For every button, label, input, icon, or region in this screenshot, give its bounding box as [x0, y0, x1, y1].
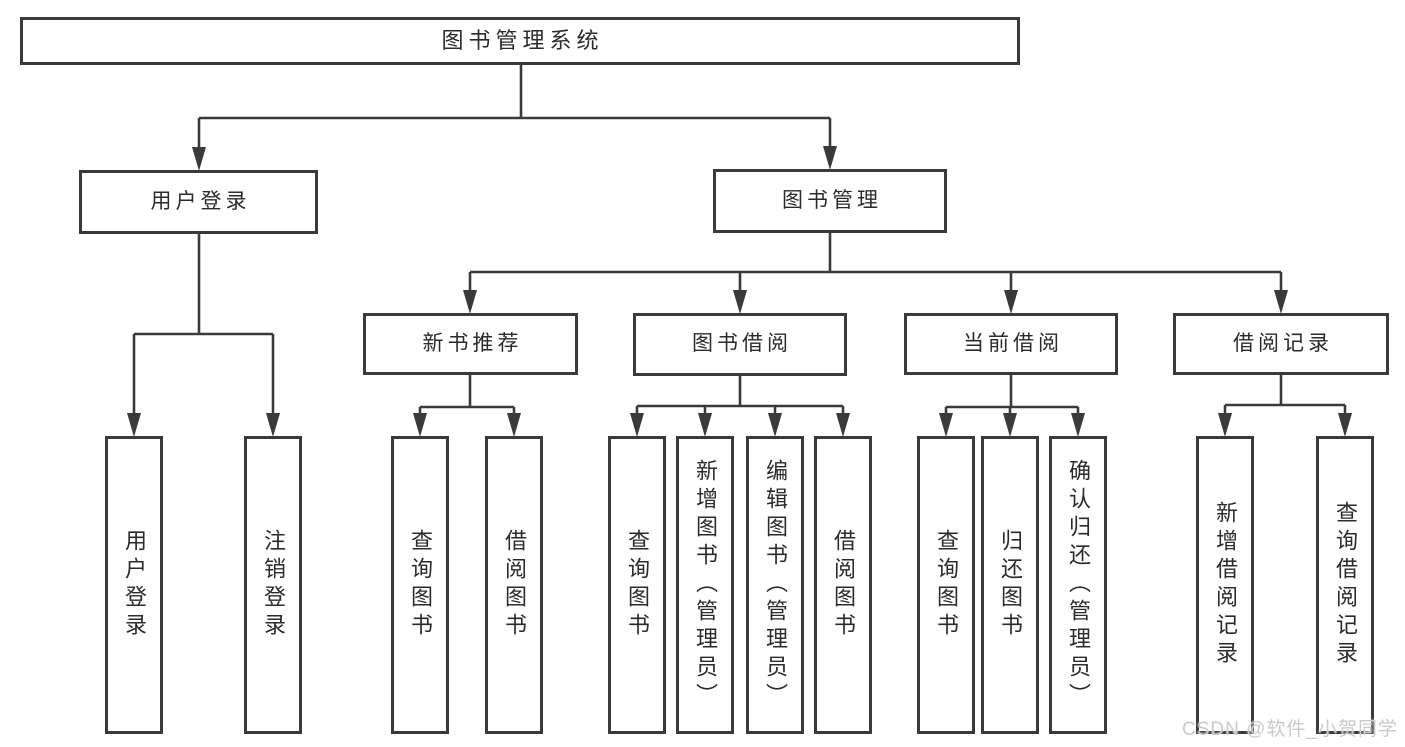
arrowheads — [127, 146, 1352, 437]
leaf-query-borrow-record: 查询借阅记录 — [1316, 436, 1374, 734]
leaf-borrow-books: 借阅图书 — [814, 436, 872, 734]
leaf-borrow-books-recommend: 借阅图书 — [485, 436, 543, 734]
node-borrow-records: 借阅记录 — [1173, 313, 1389, 375]
leaf-add-books-admin: 新增图书（管理员） — [676, 436, 734, 734]
node-new-book-recommend: 新书推荐 — [363, 313, 578, 375]
leaf-query-books-recommend: 查询图书 — [391, 436, 449, 734]
csdn-watermark: CSDN @软件_小贺同学 — [1182, 719, 1398, 740]
node-current-borrow: 当前借阅 — [904, 313, 1118, 375]
node-user-login: 用户登录 — [79, 170, 318, 234]
leaf-add-borrow-record: 新增借阅记录 — [1196, 436, 1254, 734]
node-book-management: 图书管理 — [713, 169, 947, 233]
leaf-user-login: 用户登录 — [105, 436, 163, 734]
leaf-confirm-return-admin: 确认归还（管理员） — [1049, 436, 1107, 734]
node-root-system: 图书管理系统 — [20, 17, 1020, 65]
leaf-edit-books-admin: 编辑图书（管理员） — [746, 436, 804, 734]
leaf-query-books-borrow: 查询图书 — [608, 436, 666, 734]
leaf-return-books: 归还图书 — [981, 436, 1039, 734]
node-book-borrow: 图书借阅 — [633, 313, 847, 376]
leaf-query-books-current: 查询图书 — [917, 436, 975, 734]
leaf-logout: 注销登录 — [244, 436, 302, 734]
